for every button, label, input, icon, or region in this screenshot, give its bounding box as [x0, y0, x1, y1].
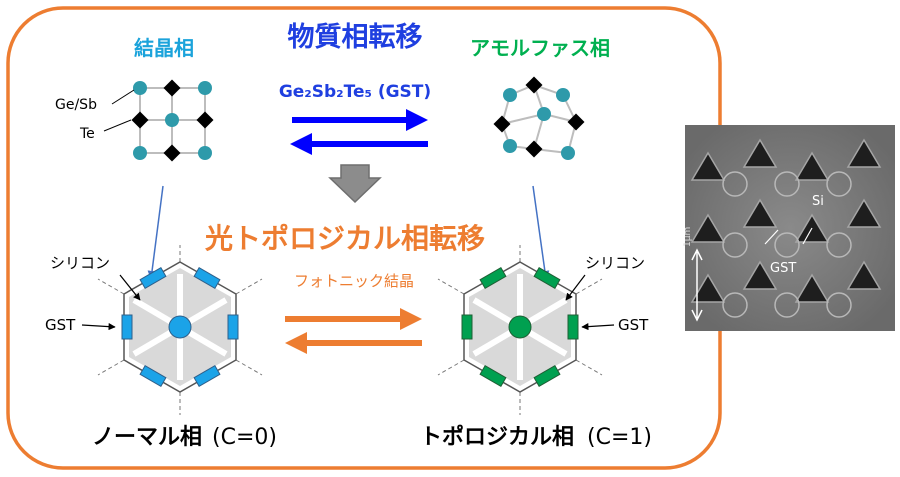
- material-phase-transition-title: 物質相転移: [288, 22, 423, 53]
- down-arrow: [328, 164, 382, 204]
- te-label: Te: [79, 126, 95, 142]
- ge-sb-label: Ge/Sb: [55, 97, 97, 113]
- topological-phase-label: トポロジカル相: [420, 424, 574, 450]
- material-transition-arrows: [290, 109, 428, 155]
- optical-topological-transition-title: 光トポロジカル相転移: [204, 222, 485, 255]
- sem-scale-label: 1μm: [683, 227, 693, 247]
- sem-gst-label: GST: [770, 261, 796, 276]
- sem-si-label: Si: [812, 194, 824, 209]
- gst-label-left: GST: [45, 316, 76, 334]
- topological-phase-hexagon: [437, 245, 603, 415]
- amorphous-to-hex-arrow: [532, 185, 550, 280]
- sem-image: [685, 125, 895, 331]
- crystal-to-hex-arrow: [147, 185, 164, 280]
- normal-phase-label: ノーマル相: [92, 425, 202, 450]
- gst-formula: Ge₂Sb₂Te₅ (GST): [279, 82, 431, 102]
- normal-phase-hexagon: [97, 245, 263, 415]
- topological-transition-arrows: [285, 308, 422, 354]
- amorphous-lattice: [493, 76, 585, 160]
- crystal-lattice: [103, 79, 214, 162]
- crystalline-phase-label: 結晶相: [134, 36, 194, 60]
- photonic-crystal-label: フォトニック結晶: [294, 272, 414, 290]
- gst-label-right: GST: [618, 316, 649, 334]
- silicon-label-right: シリコン: [585, 254, 645, 272]
- topological-chern-number: (C=1): [587, 425, 652, 450]
- amorphous-phase-label: アモルファス相: [470, 36, 610, 60]
- normal-chern-number: (C=0): [212, 425, 277, 450]
- silicon-label-left: シリコン: [50, 254, 110, 272]
